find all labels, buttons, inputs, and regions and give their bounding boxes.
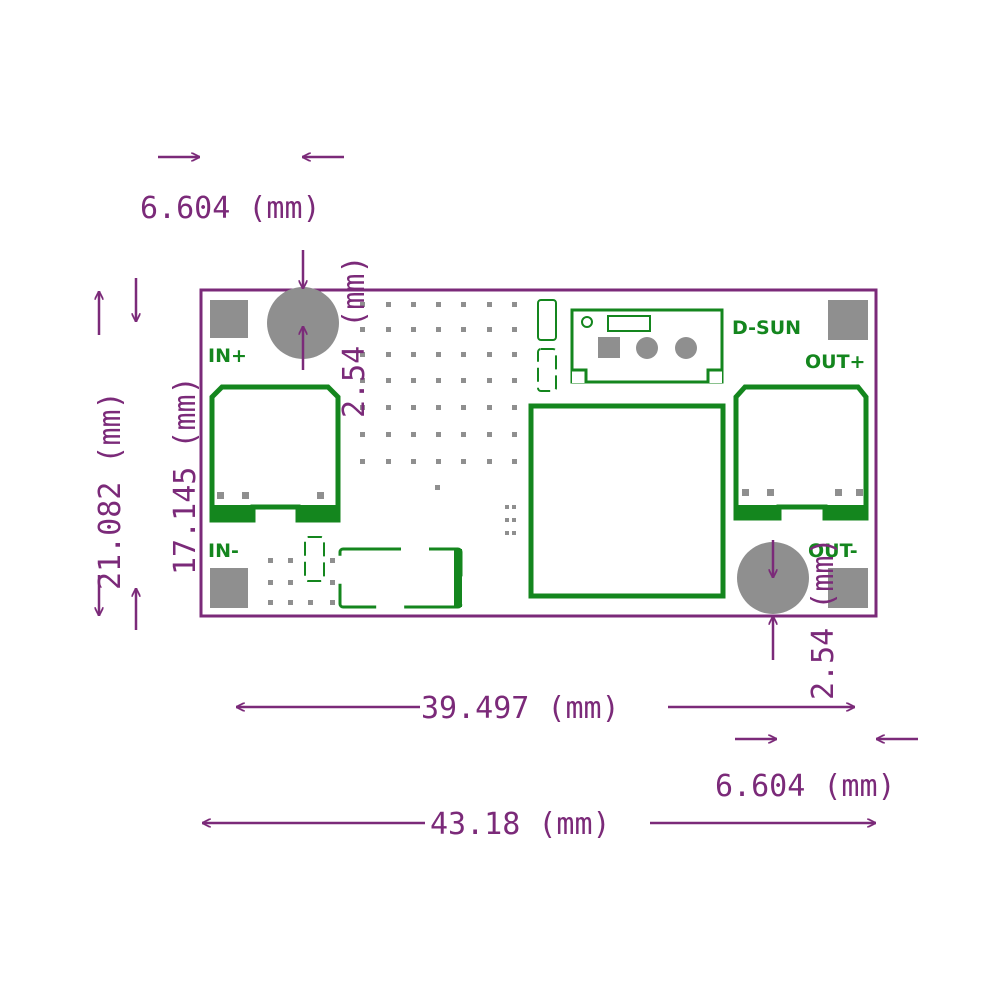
pad-out-minus <box>828 568 868 608</box>
pad-out-plus <box>828 300 868 340</box>
capacitor-small-top <box>537 348 557 392</box>
inductor <box>528 403 726 599</box>
label-out-minus: OUT- <box>808 540 858 562</box>
potentiometer <box>570 308 724 384</box>
board-outline <box>199 288 878 618</box>
capacitor-right <box>733 384 869 521</box>
capacitor-small-bottom <box>304 536 325 582</box>
dim-total-width: 43.18 (mm) <box>430 807 611 842</box>
resistor-top <box>537 299 557 341</box>
diode <box>338 547 463 609</box>
pad-in-plus <box>210 300 248 338</box>
dim-top-hole-diameter: 2.54 (mm) <box>337 255 372 418</box>
pad-in-minus <box>210 568 248 608</box>
dim-hole-span: 39.497 (mm) <box>421 691 620 726</box>
mounting-hole-top <box>267 287 339 359</box>
dim-bottom-hole-offset: 6.604 (mm) <box>715 769 896 804</box>
dim-top-hole-offset: 6.604 (mm) <box>140 191 321 226</box>
dim-total-height: 21.082 (mm) <box>93 391 128 590</box>
label-out-plus: OUT+ <box>805 351 865 373</box>
capacitor-left <box>209 384 341 523</box>
dim-pad-span-height: 17.145 (mm) <box>168 376 203 575</box>
label-in-plus: IN+ <box>208 345 247 367</box>
dim-bottom-hole-diameter: 2.54 (mm) <box>806 537 841 700</box>
via-grid <box>268 302 517 605</box>
brand-label: D-SUN <box>732 317 801 339</box>
label-in-minus: IN- <box>208 540 239 562</box>
